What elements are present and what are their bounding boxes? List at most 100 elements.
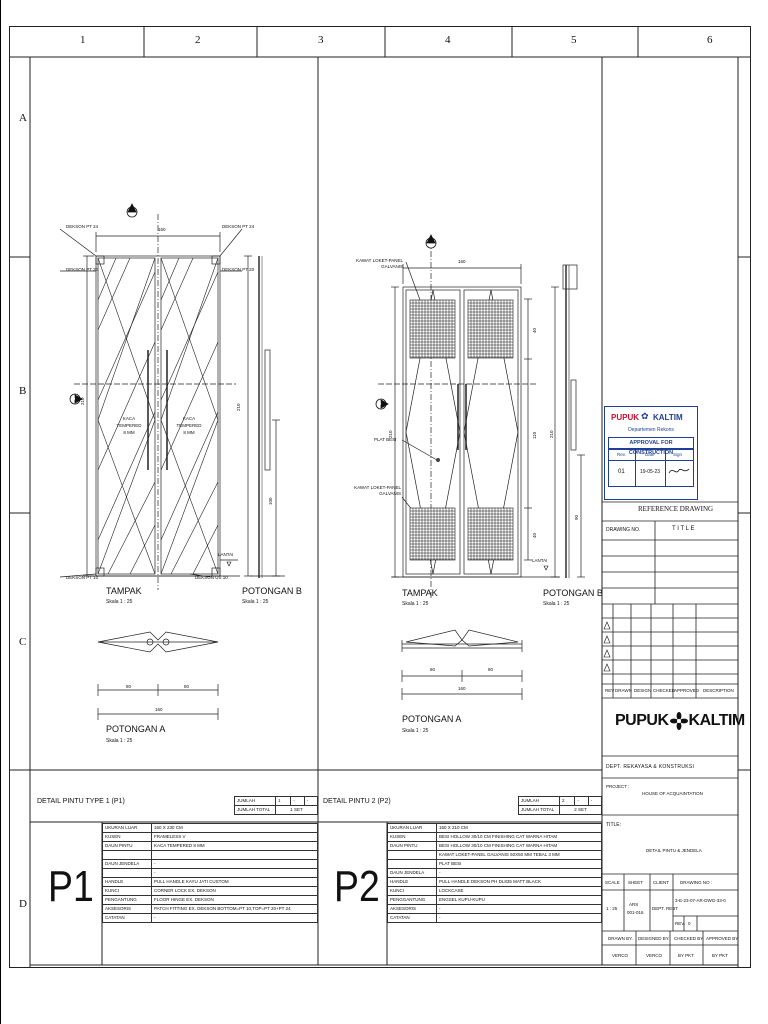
p2-dim-80a: 80 <box>430 667 436 672</box>
tb-rev-hdr-rev: REV <box>605 688 615 693</box>
p1-potongan-a-scale: Skala 1 : 25 <box>106 738 133 744</box>
tb-rev-value: 0 <box>688 921 691 926</box>
pupuk-kaltim-logo: PUPUK KALTIM <box>615 712 745 730</box>
p2-kawat-bot-label: KAWAT LOKET-PANEL GALVANIS <box>335 485 401 497</box>
approval-stamp: PUPUK ✿ KALTIM Departemen Rekons APPROVA… <box>604 406 698 500</box>
p1-glass-left-l1: KACA <box>122 416 136 421</box>
tb-client-label: CLIENT <box>653 880 670 885</box>
tb-designed-by: VERCO <box>646 953 663 958</box>
p2-plat-besi-label: PLAT BESI <box>374 437 397 442</box>
p1-glass-right-label: KACA TEMPERED 8 MM <box>174 415 204 436</box>
tb-drawing-no-hdr: DRAWING NO. <box>606 527 641 533</box>
tb-approved-by-label: APPROVED BY. <box>706 936 739 941</box>
p2-potongan-a-label: POTONGAN A <box>402 714 462 724</box>
approval-signature-icon <box>668 468 690 474</box>
p1-glass-right-l3: 8 MM <box>183 430 195 435</box>
tb-title-label: TITLE: <box>606 822 622 828</box>
p2-detail-title: DETAIL PINTU 2 (P2) <box>323 798 391 805</box>
tb-project-value: HOUSE OF ACQUAINTATION <box>642 791 703 796</box>
tb-designed-by-label: DESIGNED BY. <box>638 936 670 941</box>
approval-rev: 01 <box>618 469 625 475</box>
p1-dexson-pt24-right: DEKSON PT 24 <box>222 224 255 229</box>
tb-dept: DEPT. REKAYASA & KONSTRUKSI <box>606 764 695 770</box>
p2-kawat-bot-l2: GALVANIS <box>379 491 401 496</box>
p1-glass-left-label: KACA TEMPERED 8 MM <box>114 415 144 436</box>
p2-potongan-b-label: POTONGAN B <box>543 588 603 598</box>
tb-scale-value: 1 : 25 <box>606 906 618 911</box>
approval-title: APPROVAL FOR CONSTRUCTION <box>608 437 694 456</box>
tb-rev-label: REV. <box>675 921 686 926</box>
p2-kawat-bot-l1: KAWAT LOKET-PANEL <box>354 485 401 490</box>
approval-date: 19-05-23 <box>640 469 661 475</box>
grid-row-b: B <box>19 385 27 397</box>
tb-title-hdr: T I T L E <box>672 526 695 532</box>
p1-dexson-pt10: DEKSON PT 10 <box>66 575 99 580</box>
tb-rev-hdr-checked: CHECKED <box>653 688 676 693</box>
p2-kawat-top-label: KAWAT LOKET-PANEL GALVANIS <box>355 258 403 270</box>
kaltim-flower-icon <box>669 712 688 730</box>
tb-drawn-by: VERCO <box>612 953 629 958</box>
p1-code: P1 <box>48 862 94 911</box>
grid-row-c: C <box>19 636 27 648</box>
p1-glass-left-l2: TEMPERED <box>116 423 142 428</box>
p2-tampak-scale: Skala 1 : 25 <box>402 601 429 607</box>
grid-row-d: D <box>19 898 27 910</box>
p1-dim-80b: 80 <box>184 684 190 689</box>
spec-row: CATATAN- <box>387 913 602 923</box>
p1-potongan-b-label: POTONGAN B <box>242 586 302 596</box>
tb-sheet-label: SHEET <box>628 880 644 885</box>
tb-title-value: DETAIL PINTU & JENDELA <box>646 848 702 853</box>
p2-dim-80b: 80 <box>488 667 494 672</box>
p2-marker-b: B <box>378 401 382 407</box>
tb-approved-by: BY PKT <box>712 953 728 958</box>
tb-rev-hdr-description: DESCRIPTION <box>703 688 734 693</box>
p1-detail-title: DETAIL PINTU TYPE 1 (P1) <box>37 798 125 805</box>
grid-col-6: 6 <box>707 34 713 46</box>
approval-grid: Rev. Date Sign 01 19-05-23 <box>608 449 694 487</box>
logo-text-kaltim: KALTIM <box>688 712 746 729</box>
p1-marker-a: A <box>129 208 133 214</box>
p1-dexson-us10: DEKSON US 10 <box>195 575 228 580</box>
spec-row: CATATAN- <box>102 913 318 923</box>
spec-row-value: - <box>151 913 318 923</box>
p2-dim-width: 160 <box>458 259 466 264</box>
grid-col-1: 1 <box>80 34 86 46</box>
p1-lantai-label: LANTAI <box>218 552 234 557</box>
grid-col-2: 2 <box>195 34 201 46</box>
p1-dim-80a: 80 <box>126 684 132 689</box>
grid-col-5: 5 <box>571 34 577 46</box>
approval-col-rev: Rev. <box>617 452 626 457</box>
p2-lantai-label: LANTAI <box>532 558 548 563</box>
p1-dim-width: 160 <box>158 227 166 232</box>
p1-marker-b: B <box>72 396 76 402</box>
p1-tampak-label: TAMPAK <box>106 586 142 596</box>
tb-rev-hdr-approved: APPROVED <box>674 688 700 693</box>
p1-glass-right-l1: KACA <box>182 416 196 421</box>
tb-reference-drawing: REFERENCE DRAWING <box>638 505 714 513</box>
p2-quantity-table: JUMLAH 2 - - JUMLAH TOTAL 2 SET <box>518 796 603 815</box>
tb-sheet-value-2: 001-016 <box>627 910 644 915</box>
p1-glass-right-l2: TEMPERED <box>176 423 202 428</box>
p1-dexson-pt24-left: DEKSON PT 24 <box>66 224 99 229</box>
grid-row-a: A <box>19 112 27 124</box>
approval-brand2: KALTIM <box>653 413 683 422</box>
approval-col-date: Date <box>645 452 655 457</box>
p1-dim-160: 160 <box>155 707 163 712</box>
approval-brand: PUPUK <box>611 413 640 422</box>
p1-dexson-pt20-right: DEKSON PT 20 <box>222 267 255 272</box>
tb-sheet-value-1: ARS <box>629 902 639 907</box>
p1-potongan-a-label: POTONGAN A <box>106 724 166 734</box>
p2-marker-a: A <box>428 239 432 245</box>
p2-dim-160: 160 <box>458 686 466 691</box>
p1-potongan-b-scale: Skala 1 : 25 <box>242 599 269 605</box>
p1-dexson-pt20-left: DEKSON PT 20 <box>66 267 99 272</box>
tb-checked-by-label: CHECKED BY. <box>674 936 704 941</box>
p2-kawat-top-l2: GALVANIS <box>381 264 403 269</box>
grid-col-3: 3 <box>318 34 324 46</box>
approval-col-sign: Sign <box>673 452 683 457</box>
